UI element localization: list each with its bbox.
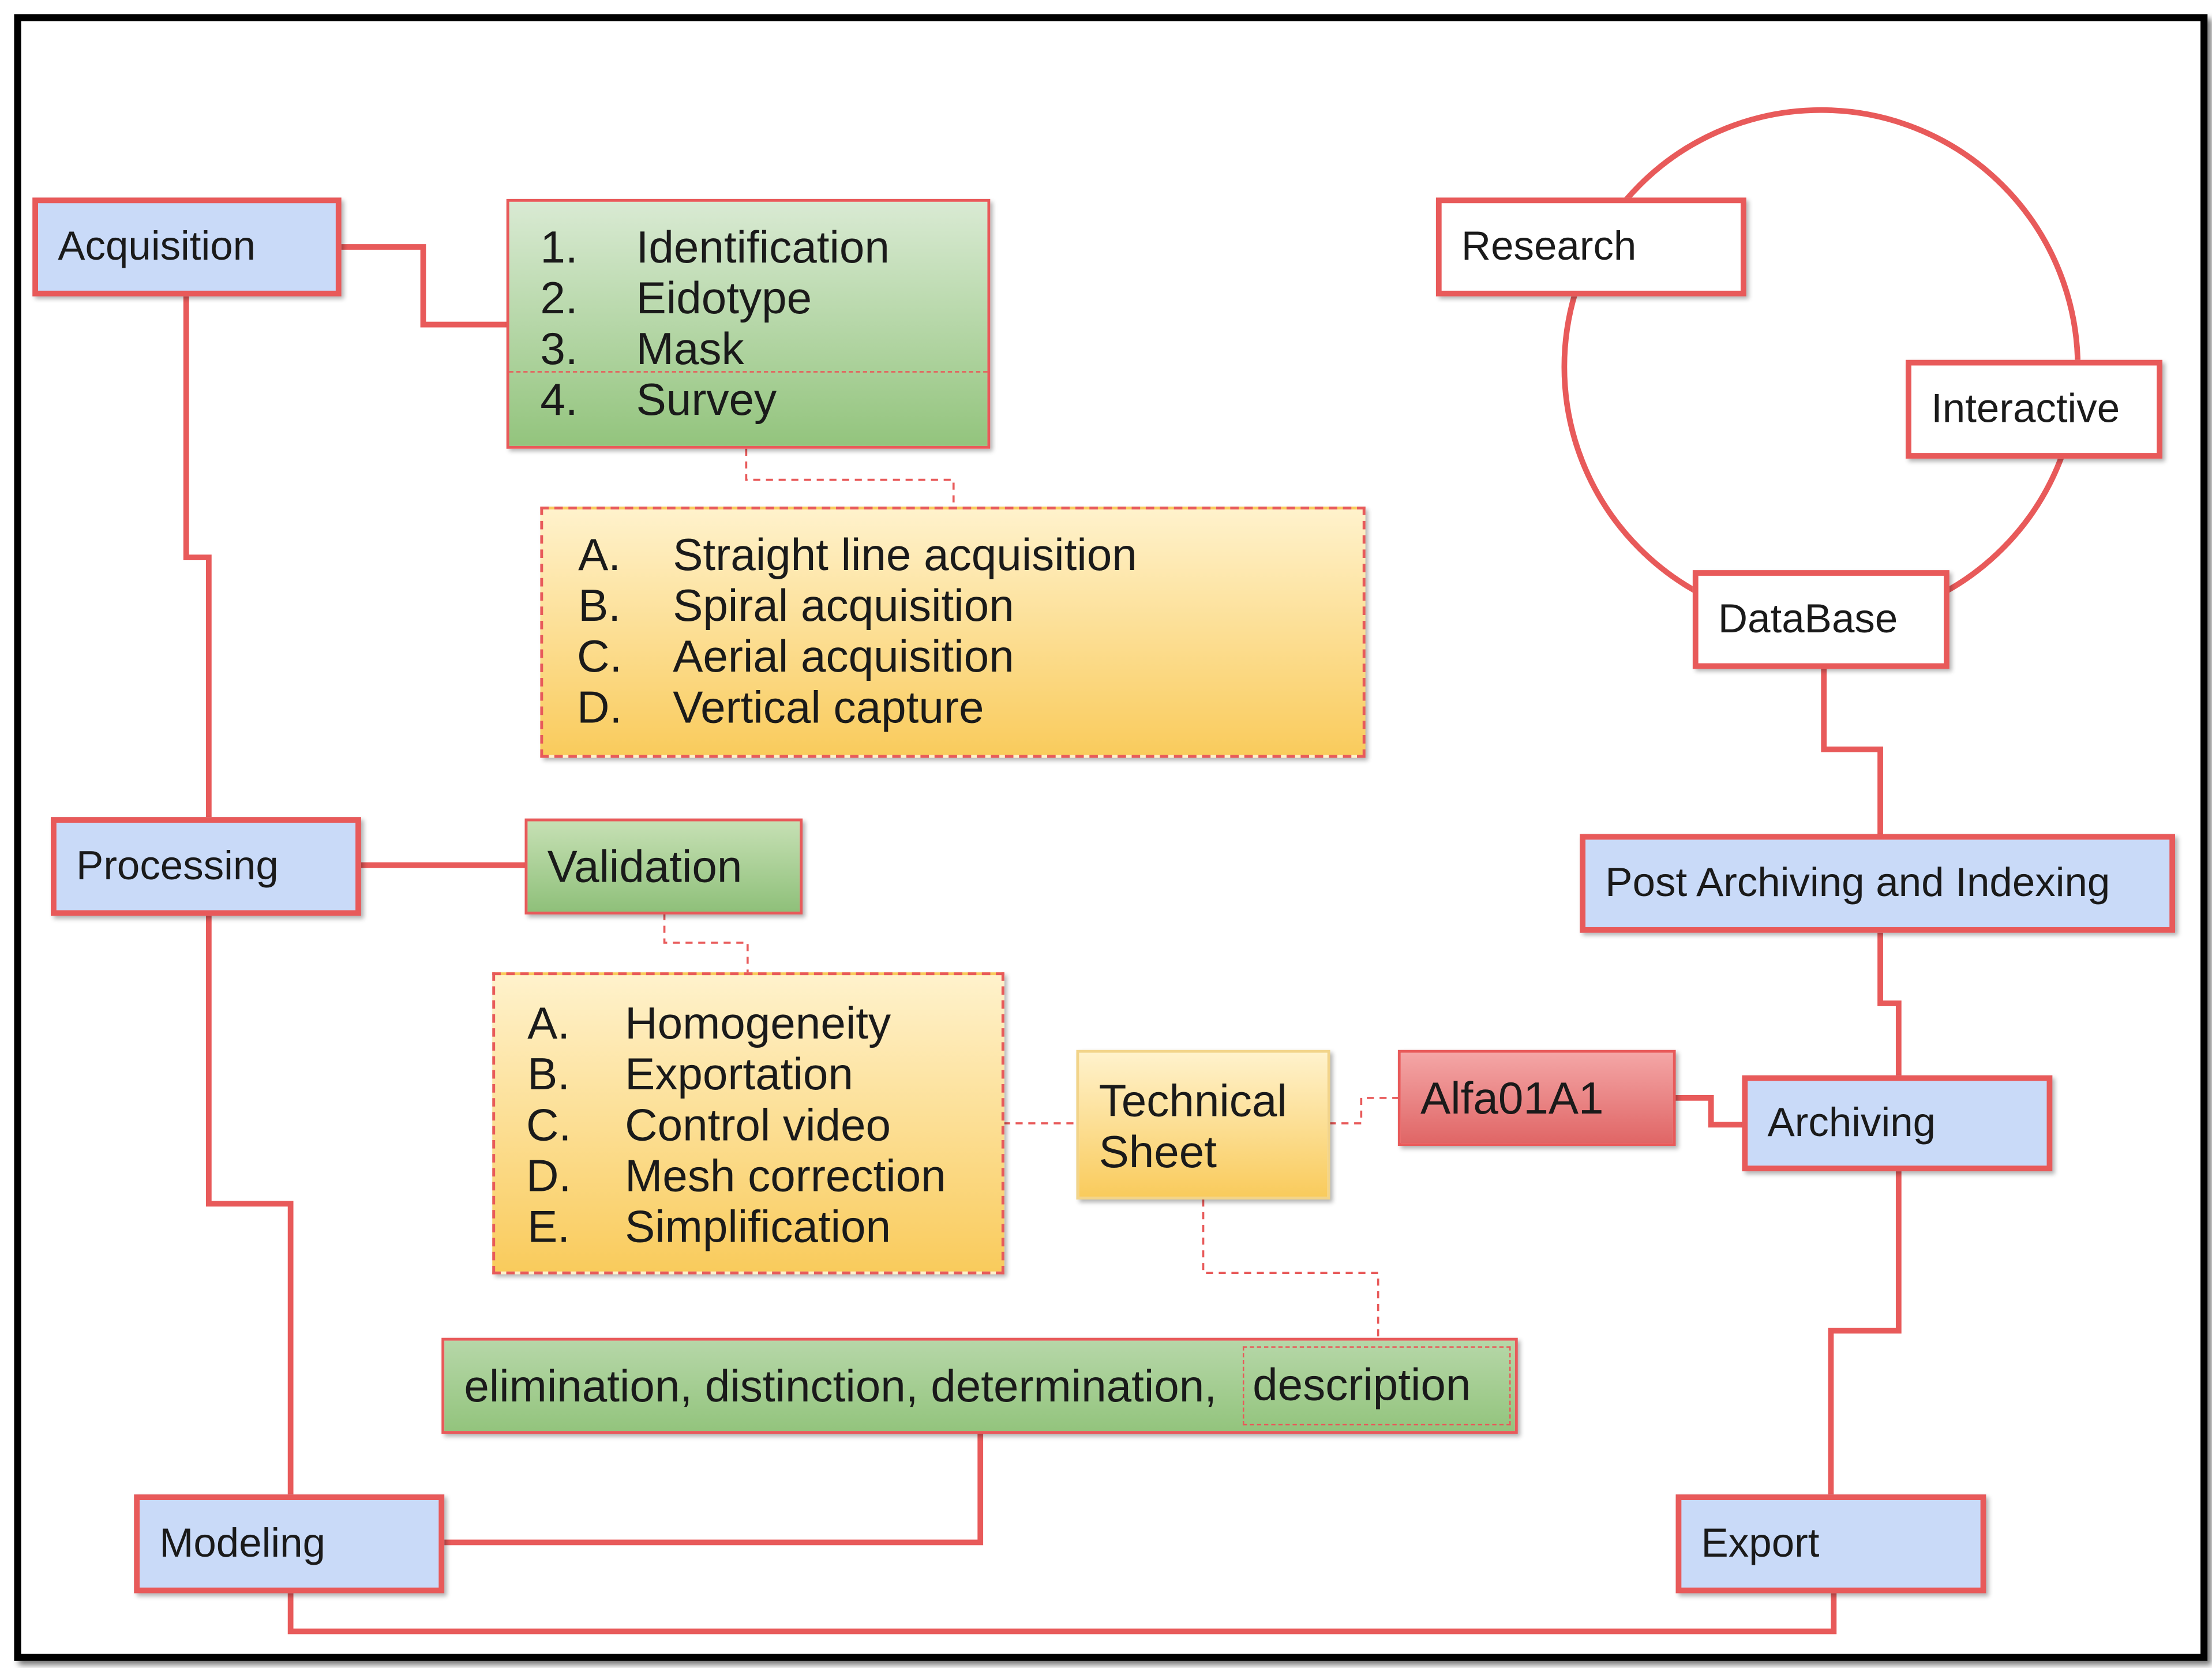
technical-sheet-line-1: Technical <box>1098 1075 1287 1126</box>
connector-code-archiving <box>1674 1095 1745 1128</box>
research-node: Research <box>1435 197 1746 297</box>
post-archiving-stage: Post Archiving and Indexing <box>1580 834 2176 933</box>
list-text: Simplification <box>625 1201 891 1252</box>
criteria-description: description <box>1253 1359 1471 1410</box>
modeling-label: Modeling <box>159 1520 326 1566</box>
list-marker: B. <box>578 580 621 631</box>
dashed-validation-checks <box>663 913 749 974</box>
list-marker: B. <box>527 1048 571 1100</box>
list-marker: D. <box>526 1150 572 1201</box>
acquisition-label: Acquisition <box>58 223 256 269</box>
processing-stage: Processing <box>51 817 361 916</box>
criteria-text: elimination, distinction, determination, <box>464 1360 1217 1411</box>
database-node: DataBase <box>1692 570 1949 669</box>
list-marker: 1. <box>540 222 578 273</box>
post-archiving-label: Post Archiving and Indexing <box>1605 860 2110 906</box>
code-label: Alfa01A1 <box>1420 1071 1604 1123</box>
list-text: Homogeneity <box>625 998 891 1049</box>
list-marker: 2. <box>540 272 578 324</box>
research-label: Research <box>1461 223 1637 269</box>
connector-acquisition-steps <box>338 244 509 328</box>
list-text: Mesh correction <box>625 1150 946 1201</box>
interactive-node: Interactive <box>1906 359 2163 459</box>
list-marker: C. <box>526 1099 572 1150</box>
dashed-sheet-code <box>1329 1097 1400 1125</box>
survey-divider <box>509 371 988 373</box>
archiving-label: Archiving <box>1767 1100 1936 1145</box>
archiving-stage: Archiving <box>1742 1075 2053 1172</box>
acquisition-stage: Acquisition <box>32 197 342 297</box>
list-text: Mask <box>636 323 744 374</box>
connector-modeling-export <box>287 1591 1837 1635</box>
list-marker: C. <box>576 631 623 682</box>
connector-export-archiving <box>1828 1170 1902 1496</box>
technical-sheet-line-2: Sheet <box>1098 1126 1217 1177</box>
technical-sheet-box: Technical Sheet <box>1076 1049 1330 1200</box>
list-text: Eidotype <box>636 272 812 324</box>
export-label: Export <box>1701 1520 1820 1566</box>
list-text: Survey <box>636 374 777 425</box>
list-marker: A. <box>578 529 621 580</box>
list-marker: A. <box>527 998 571 1049</box>
dashed-sheet-description <box>1202 1200 1379 1341</box>
connector-archiving-post <box>1877 929 1902 1077</box>
acquisition-steps-box: 1. Identification 2. Eidotype 3. Mask 4. Sur… <box>506 198 991 449</box>
list-marker: 4. <box>540 374 578 425</box>
survey-methods-box: A. Straight line acquisition B. Spiral acq… <box>540 507 1366 758</box>
list-text: Spiral acquisition <box>673 580 1014 631</box>
connector-acquisition-processing <box>183 293 212 819</box>
validation-label: Validation <box>547 840 743 891</box>
validation-box: Validation <box>524 818 803 914</box>
dashed-survey-methods <box>745 448 955 508</box>
list-text: Aerial acquisition <box>673 631 1014 682</box>
list-marker: 3. <box>540 323 578 374</box>
validation-checks-box: A. Homogeneity B. Exportation C. Control vi… <box>492 972 1004 1275</box>
criteria-box: elimination, distinction, determination,… <box>441 1337 1518 1434</box>
connector-processing-modeling <box>205 914 294 1496</box>
connector-criteria-modeling <box>443 1432 984 1546</box>
interactive-label: Interactive <box>1931 385 2120 432</box>
list-text: Straight line acquisition <box>673 529 1137 580</box>
list-text: Control video <box>625 1099 891 1150</box>
processing-label: Processing <box>76 843 279 889</box>
list-text: Vertical capture <box>673 681 984 733</box>
export-stage: Export <box>1675 1494 1986 1594</box>
list-marker: E. <box>527 1201 571 1252</box>
list-text: Exportation <box>625 1048 853 1100</box>
code-box: Alfa01A1 <box>1397 1049 1676 1146</box>
database-label: DataBase <box>1718 596 1898 642</box>
connector-post-database <box>1821 669 1883 835</box>
list-text: Identification <box>636 222 890 273</box>
list-marker: D. <box>576 681 623 733</box>
modeling-stage: Modeling <box>134 1494 445 1594</box>
description-highlight: description <box>1242 1346 1511 1426</box>
